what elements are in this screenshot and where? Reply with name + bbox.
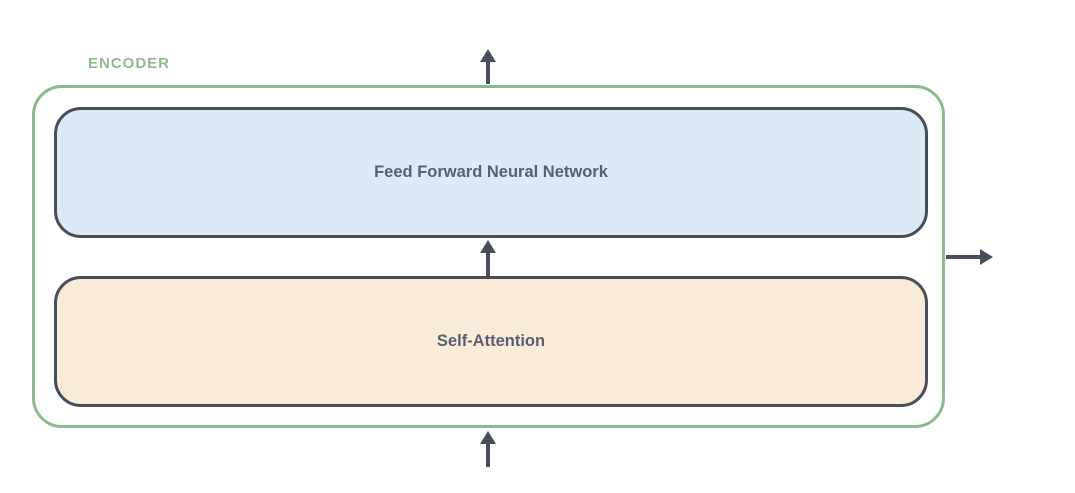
encoder-output-right-arrow-icon bbox=[946, 249, 993, 265]
arrow-head bbox=[480, 431, 496, 444]
arrow-head bbox=[980, 249, 993, 265]
encoder-label: ENCODER bbox=[88, 55, 171, 72]
arrow-shaft bbox=[946, 255, 983, 259]
arrow-shaft bbox=[486, 59, 490, 84]
feed-forward-label: Feed Forward Neural Network bbox=[374, 163, 608, 181]
self-attention-box: Self-Attention bbox=[54, 276, 928, 407]
feed-forward-box: Feed Forward Neural Network bbox=[54, 107, 928, 238]
arrow-shaft bbox=[486, 250, 490, 276]
encoder-input-bottom-arrow-icon bbox=[480, 431, 496, 467]
arrow-shaft bbox=[486, 441, 490, 467]
self-attention-to-feed-forward-arrow-icon bbox=[480, 240, 496, 276]
arrow-head bbox=[480, 240, 496, 253]
encoder-output-top-arrow-icon bbox=[480, 49, 496, 84]
self-attention-label: Self-Attention bbox=[436, 332, 546, 350]
arrow-head bbox=[480, 49, 496, 62]
